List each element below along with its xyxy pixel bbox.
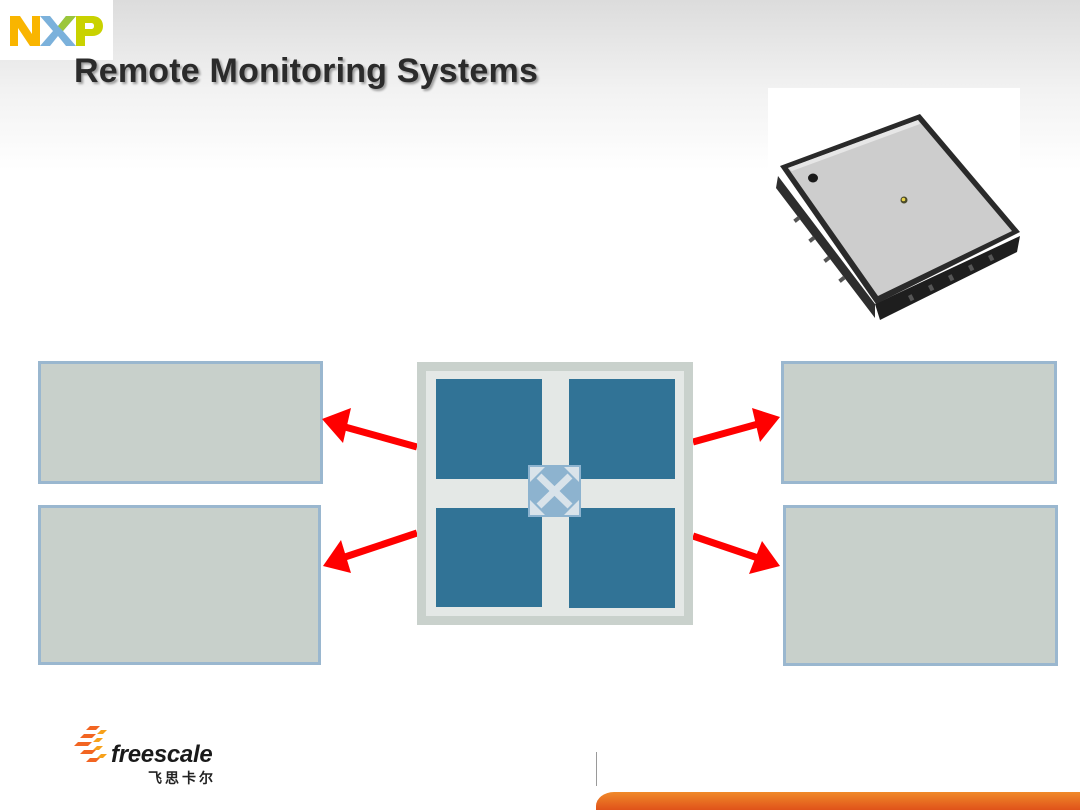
info-box-bottom-right	[783, 505, 1058, 666]
nxp-logo-mark	[10, 16, 103, 46]
info-box-top-right	[781, 361, 1057, 484]
footer-divider	[596, 752, 597, 786]
footer-accent-bar	[596, 792, 1080, 810]
page-title: Remote Monitoring Systems	[74, 52, 539, 90]
tile-top-right	[569, 379, 675, 479]
info-box-top-left	[38, 361, 323, 484]
sensor-chip-image	[768, 88, 1020, 320]
arrow-bottom-left	[323, 529, 419, 573]
freescale-chinese-name: 飞思卡尔	[148, 770, 216, 786]
arrow-top-left	[322, 408, 418, 451]
four-tile-diagram	[417, 362, 693, 625]
tile-bottom-right	[569, 508, 675, 608]
freescale-mark-icon	[74, 726, 107, 762]
center-diagram	[417, 362, 693, 625]
tile-top-left	[436, 379, 542, 479]
arrow-top-right	[692, 408, 780, 446]
freescale-logo: freescale 飞思卡尔	[74, 724, 244, 788]
arrow-bottom-right	[691, 532, 780, 574]
nxp-logo	[0, 0, 113, 60]
expand-arrows-icon	[528, 465, 581, 517]
sensor-chip-icon	[776, 114, 1020, 320]
tile-bottom-left	[436, 508, 542, 607]
info-box-bottom-left	[38, 505, 321, 665]
freescale-wordmark: freescale	[111, 741, 213, 768]
